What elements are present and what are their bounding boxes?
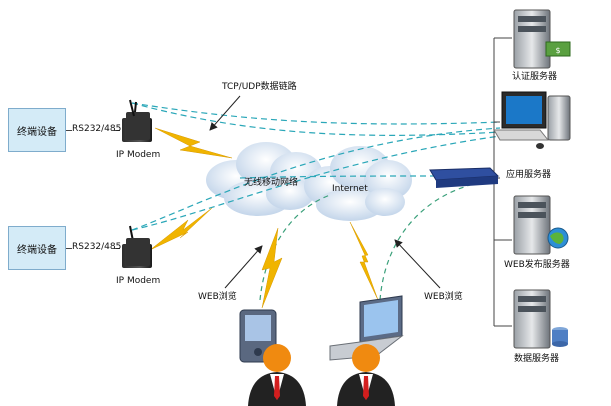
ip-modem-label-1: IP Modem [116,150,161,160]
ip-modem-2 [122,225,152,268]
ip-modem-1 [122,99,152,142]
person-right [337,344,395,406]
rs-line-1a [66,130,72,131]
rs232-label-1: RS232/485 [72,124,122,134]
internet-cloud [304,146,412,221]
rs-line-1b [114,130,120,131]
tcp-udp-label: TCP/UDP数据链路 [222,82,297,92]
app-server [493,91,571,149]
web-browse-label-left: WEB浏览 [198,292,237,302]
data-server-label: 数据服务器 [514,354,560,364]
web-server-label: WEB发布服务器 [504,260,570,270]
terminal-device-box-2: 终端设备 [8,226,66,270]
terminal-device-label-2: 终端设备 [17,244,57,256]
web-links [259,184,471,301]
lightning-bolts [149,127,379,309]
annotation-arrows [209,95,441,289]
web-server [513,195,569,255]
terminal-device-box-1: 终端设备 [8,108,66,152]
data-server [513,289,568,349]
web-browse-label-right: WEB浏览 [424,292,463,302]
person-left [248,344,306,406]
auth-server-label: 认证服务器 [512,72,558,82]
rs-line-2a [66,248,72,249]
data-links [131,102,501,231]
wireless-cloud [206,142,322,216]
wireless-network-label: 无线移动网络 [244,178,299,188]
svg-text:$: $ [555,46,560,55]
network-switch [429,167,500,188]
rs232-label-2: RS232/485 [72,242,122,252]
ip-modem-label-2: IP Modem [116,276,161,286]
app-server-label: 应用服务器 [506,170,552,180]
terminal-device-label-1: 终端设备 [17,126,57,138]
internet-label: Internet [332,184,368,194]
rs-line-2b [114,248,120,249]
auth-server: $ [513,9,571,69]
